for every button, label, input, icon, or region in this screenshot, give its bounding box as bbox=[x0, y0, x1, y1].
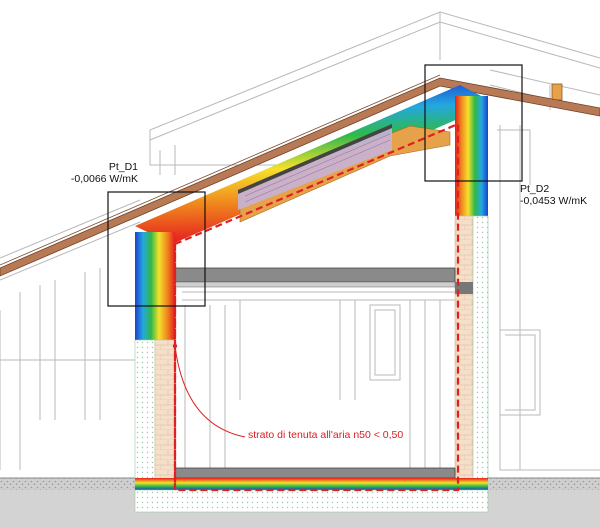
pt-d2-label: Pt_D2 -0,0453 W/mK bbox=[520, 183, 587, 207]
background-building bbox=[0, 11, 600, 471]
mid-floor-slab bbox=[174, 267, 456, 283]
pt-d1-label: Pt_D1 -0,0066 W/mK bbox=[68, 161, 138, 185]
left-wall-thermal bbox=[135, 232, 175, 340]
pt-d2-id: Pt_D2 bbox=[520, 183, 550, 195]
detail-box-d2 bbox=[424, 64, 523, 182]
roof-wood-layer bbox=[239, 125, 451, 223]
roof-dark-membrane bbox=[238, 124, 392, 194]
airtight-layer-label: strato di tenuta all'aria n50 < 0,50 bbox=[248, 429, 404, 441]
detail-box-d1 bbox=[107, 191, 206, 307]
roof-hatched-layer bbox=[238, 126, 392, 210]
ground-floor-slab bbox=[174, 467, 456, 479]
roof-finish-left bbox=[0, 77, 600, 277]
airtight-leader bbox=[174, 345, 246, 438]
airtight-layer-line bbox=[173, 122, 460, 492]
pt-d2-value: -0,0453 W/mK bbox=[520, 195, 588, 207]
pt-d1-id: Pt_D1 bbox=[108, 161, 138, 173]
left-wall-masonry bbox=[154, 339, 176, 496]
right-wall-thermal bbox=[455, 96, 488, 216]
floor-insulation-thermal bbox=[135, 478, 488, 490]
foundation-insulation bbox=[134, 489, 489, 513]
roof-bracket bbox=[551, 83, 563, 101]
left-wall-insulation bbox=[134, 339, 156, 496]
right-wall-insulation bbox=[472, 215, 489, 496]
pt-d1-value: -0,0066 W/mK bbox=[70, 173, 138, 185]
